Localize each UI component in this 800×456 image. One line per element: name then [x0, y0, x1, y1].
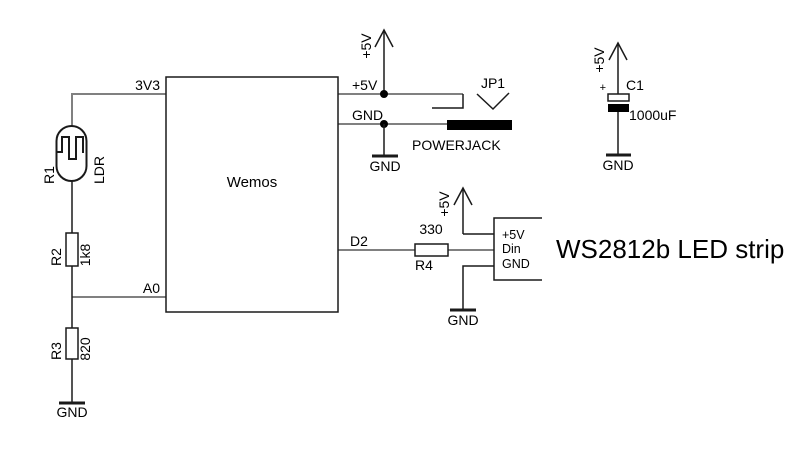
c1-polarity-label: +	[600, 82, 606, 94]
strip-title: WS2812b LED strip	[556, 234, 784, 264]
power-flag-5v-main: +5V	[358, 28, 394, 98]
strip-pin-5v-label: +5V	[502, 228, 525, 242]
component-c1: +5V + C1 1000uF GND	[591, 41, 676, 173]
r2-value-label: 1k8	[77, 244, 93, 267]
wemos-pin-gnd-label: GND	[352, 107, 383, 123]
wemos-body	[165, 76, 339, 313]
wemos-pin-5v-label: +5V	[352, 77, 378, 93]
wemos-pin-a0-label: A0	[143, 280, 160, 296]
ground-label-main: GND	[369, 158, 400, 174]
jack-center-pin	[432, 94, 464, 109]
wemos-pin-3v3-label: 3V3	[135, 77, 160, 93]
ground-label-c1: GND	[602, 157, 633, 173]
r4-ref-label: R4	[415, 257, 433, 273]
powerjack-label: POWERJACK	[412, 137, 501, 153]
jack-sleeve-bar	[447, 120, 512, 130]
wire-3v3	[71, 93, 166, 126]
c1-plate-positive	[607, 93, 630, 102]
ground-label-r3: GND	[56, 404, 87, 420]
component-r4: 330 R4	[414, 221, 449, 273]
strip-gnd-wire	[462, 265, 494, 310]
power-arrow-head	[374, 28, 394, 48]
component-led-strip: +5V Din GND WS2812b LED strip GND	[447, 217, 784, 328]
c1-arrow-head	[608, 41, 628, 61]
wemos-name: Wemos	[227, 174, 278, 191]
jp1-ref-label: JP1	[481, 75, 505, 91]
power-5v-label-strip: +5V	[436, 191, 452, 217]
power-flag-5v-strip: +5V	[436, 186, 494, 235]
power-arrow-head-strip	[453, 186, 473, 206]
component-wemos: Wemos 3V3 A0 +5V GND D2	[135, 76, 383, 313]
strip-pin-gnd-label: GND	[502, 257, 530, 271]
ground-flag-main: GND	[369, 120, 401, 174]
ldr-value-label: LDR	[91, 156, 107, 184]
r3-body	[65, 327, 79, 360]
wires	[71, 93, 494, 298]
wemos-pin-d2-label: D2	[350, 233, 368, 249]
c1-value-label: 1000uF	[629, 107, 676, 123]
c1-ref-label: C1	[626, 77, 644, 93]
ldr-body	[55, 125, 88, 182]
jack-spring-contact	[476, 92, 510, 111]
component-ldr-r1: R1 LDR	[41, 125, 107, 233]
ldr-meander	[57, 136, 84, 160]
ground-label-strip: GND	[447, 312, 478, 328]
r4-body	[414, 243, 449, 257]
ldr-ref-label: R1	[41, 166, 57, 184]
r3-ref-label: R3	[48, 342, 64, 360]
component-powerjack-jp1: JP1 POWERJACK	[412, 75, 512, 153]
strip-connector-outline	[493, 217, 542, 281]
r2-body	[65, 232, 79, 267]
power-5v-label-c1: +5V	[591, 47, 607, 73]
component-r2: R2 1k8	[48, 232, 93, 328]
component-r3: R3 820 GND	[48, 327, 93, 420]
strip-pin-din-label: Din	[502, 242, 521, 256]
junction-dot-5v	[380, 90, 388, 98]
r3-value-label: 820	[77, 337, 93, 361]
r4-value-label: 330	[419, 221, 443, 237]
r2-ref-label: R2	[48, 248, 64, 266]
power-5v-label: +5V	[358, 33, 374, 59]
c1-plate-negative	[608, 104, 629, 112]
